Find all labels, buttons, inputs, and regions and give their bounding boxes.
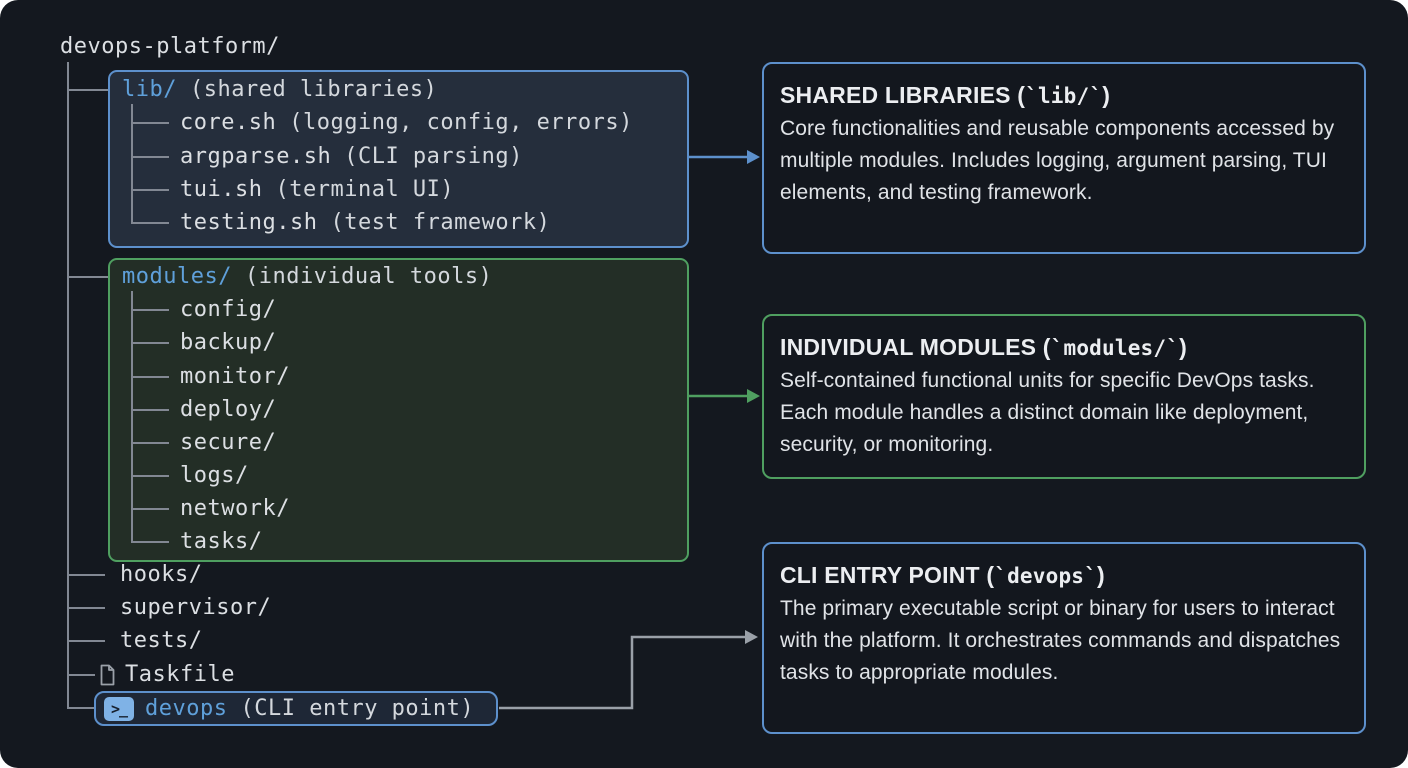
file-name: Taskfile [125,660,235,690]
callout-individual-modules: INDIVIDUAL MODULES (`modules/`) Self-con… [762,314,1366,479]
callout-body: The primary executable script or binary … [780,593,1346,689]
tree-item-argparse-sh: argparse.sh (CLI parsing) [180,142,523,172]
tree-line [67,607,105,609]
file-icon [99,664,116,686]
callout-title: CLI ENTRY POINT (`devops`) [780,558,1346,593]
tree-item-modules: modules/ (individual tools) [122,262,492,292]
tree-item-backup: backup/ [180,328,276,358]
lib-arrow [687,150,760,164]
tree-line [131,222,169,224]
file-name: tui.sh [180,175,262,205]
folder-name: secure/ [180,428,276,458]
inline-code: `devops` [994,564,1097,588]
tree-item-deploy: deploy/ [180,395,276,425]
devops-arrow [499,630,758,708]
tree-line [131,541,169,543]
tree-line [131,442,169,444]
tree-item-tui-sh: tui.sh (terminal UI) [180,175,454,205]
tree-line [67,707,94,709]
tree-line [131,508,169,510]
folder-name: supervisor/ [120,593,271,623]
tree-line [67,62,69,709]
terminal-icon: >_ [104,697,134,721]
folder-name: tests/ [120,626,202,656]
folder-name: monitor/ [180,362,290,392]
tree-item-monitor: monitor/ [180,362,290,392]
tree-item-network: network/ [180,494,290,524]
folder-name: modules/ [122,262,232,292]
tree-item-hooks: hooks/ [120,560,202,590]
tree-item-testing-sh: testing.sh (test framework) [180,208,550,238]
callout-body: Core functionalities and reusable compon… [780,113,1346,209]
callout-cli-entry-point: CLI ENTRY POINT (`devops`) The primary e… [762,542,1366,734]
callout-title: SHARED LIBRARIES (`lib/`) [780,78,1346,113]
tree-line [67,276,108,278]
tree-item-logs: logs/ [180,461,249,491]
callout-body: Self-contained functional units for spec… [780,365,1346,461]
file-note: (logging, config, errors) [289,108,633,138]
root-folder-name: devops-platform/ [60,32,280,62]
folder-name: network/ [180,494,290,524]
file-name: testing.sh [180,208,317,238]
tree-line [131,309,169,311]
file-note: (terminal UI) [275,175,454,205]
tree-line [67,89,108,91]
callout-title: INDIVIDUAL MODULES (`modules/`) [780,330,1346,365]
folder-name: logs/ [180,461,249,491]
tree-line [131,475,169,477]
tree-line [131,376,169,378]
tree-item-tasks: tasks/ [180,527,262,557]
folder-name: deploy/ [180,395,276,425]
tree-item-tests: tests/ [120,626,202,656]
folder-name: hooks/ [120,560,202,590]
folder-name: config/ [180,295,276,325]
tree-root-label: devops-platform/ [60,32,280,62]
tree-item-supervisor: supervisor/ [120,593,271,623]
tree-line [131,409,169,411]
file-name: argparse.sh [180,142,331,172]
tree-line [67,574,105,576]
folder-note: (shared libraries) [190,75,437,105]
modules-arrow [687,389,760,403]
tree-line [131,291,133,543]
tree-line [131,342,169,344]
file-note: (test framework) [330,208,550,238]
tree-item-secure: secure/ [180,428,276,458]
tree-line [131,156,169,158]
file-name: core.sh [180,108,276,138]
tree-item-core-sh: core.sh (logging, config, errors) [180,108,633,138]
folder-name: lib/ [122,75,177,105]
executable-note: (CLI entry point) [240,694,474,724]
file-note: (CLI parsing) [344,142,523,172]
tree-line [131,122,169,124]
inline-code: `lib/` [1025,84,1102,108]
tree-line [67,640,105,642]
tree-line [67,674,95,676]
tree-item-taskfile: Taskfile [99,660,235,690]
tree-line [131,189,169,191]
devops-entry-pill: >_ devops (CLI entry point) [94,691,498,726]
executable-name: devops [145,694,227,724]
folder-note: (individual tools) [245,262,492,292]
callout-shared-libraries: SHARED LIBRARIES (`lib/`) Core functiona… [762,62,1366,254]
inline-code: `modules/` [1051,336,1179,360]
tree-item-lib: lib/ (shared libraries) [122,75,437,105]
folder-name: backup/ [180,328,276,358]
folder-name: tasks/ [180,527,262,557]
tree-item-config: config/ [180,295,276,325]
